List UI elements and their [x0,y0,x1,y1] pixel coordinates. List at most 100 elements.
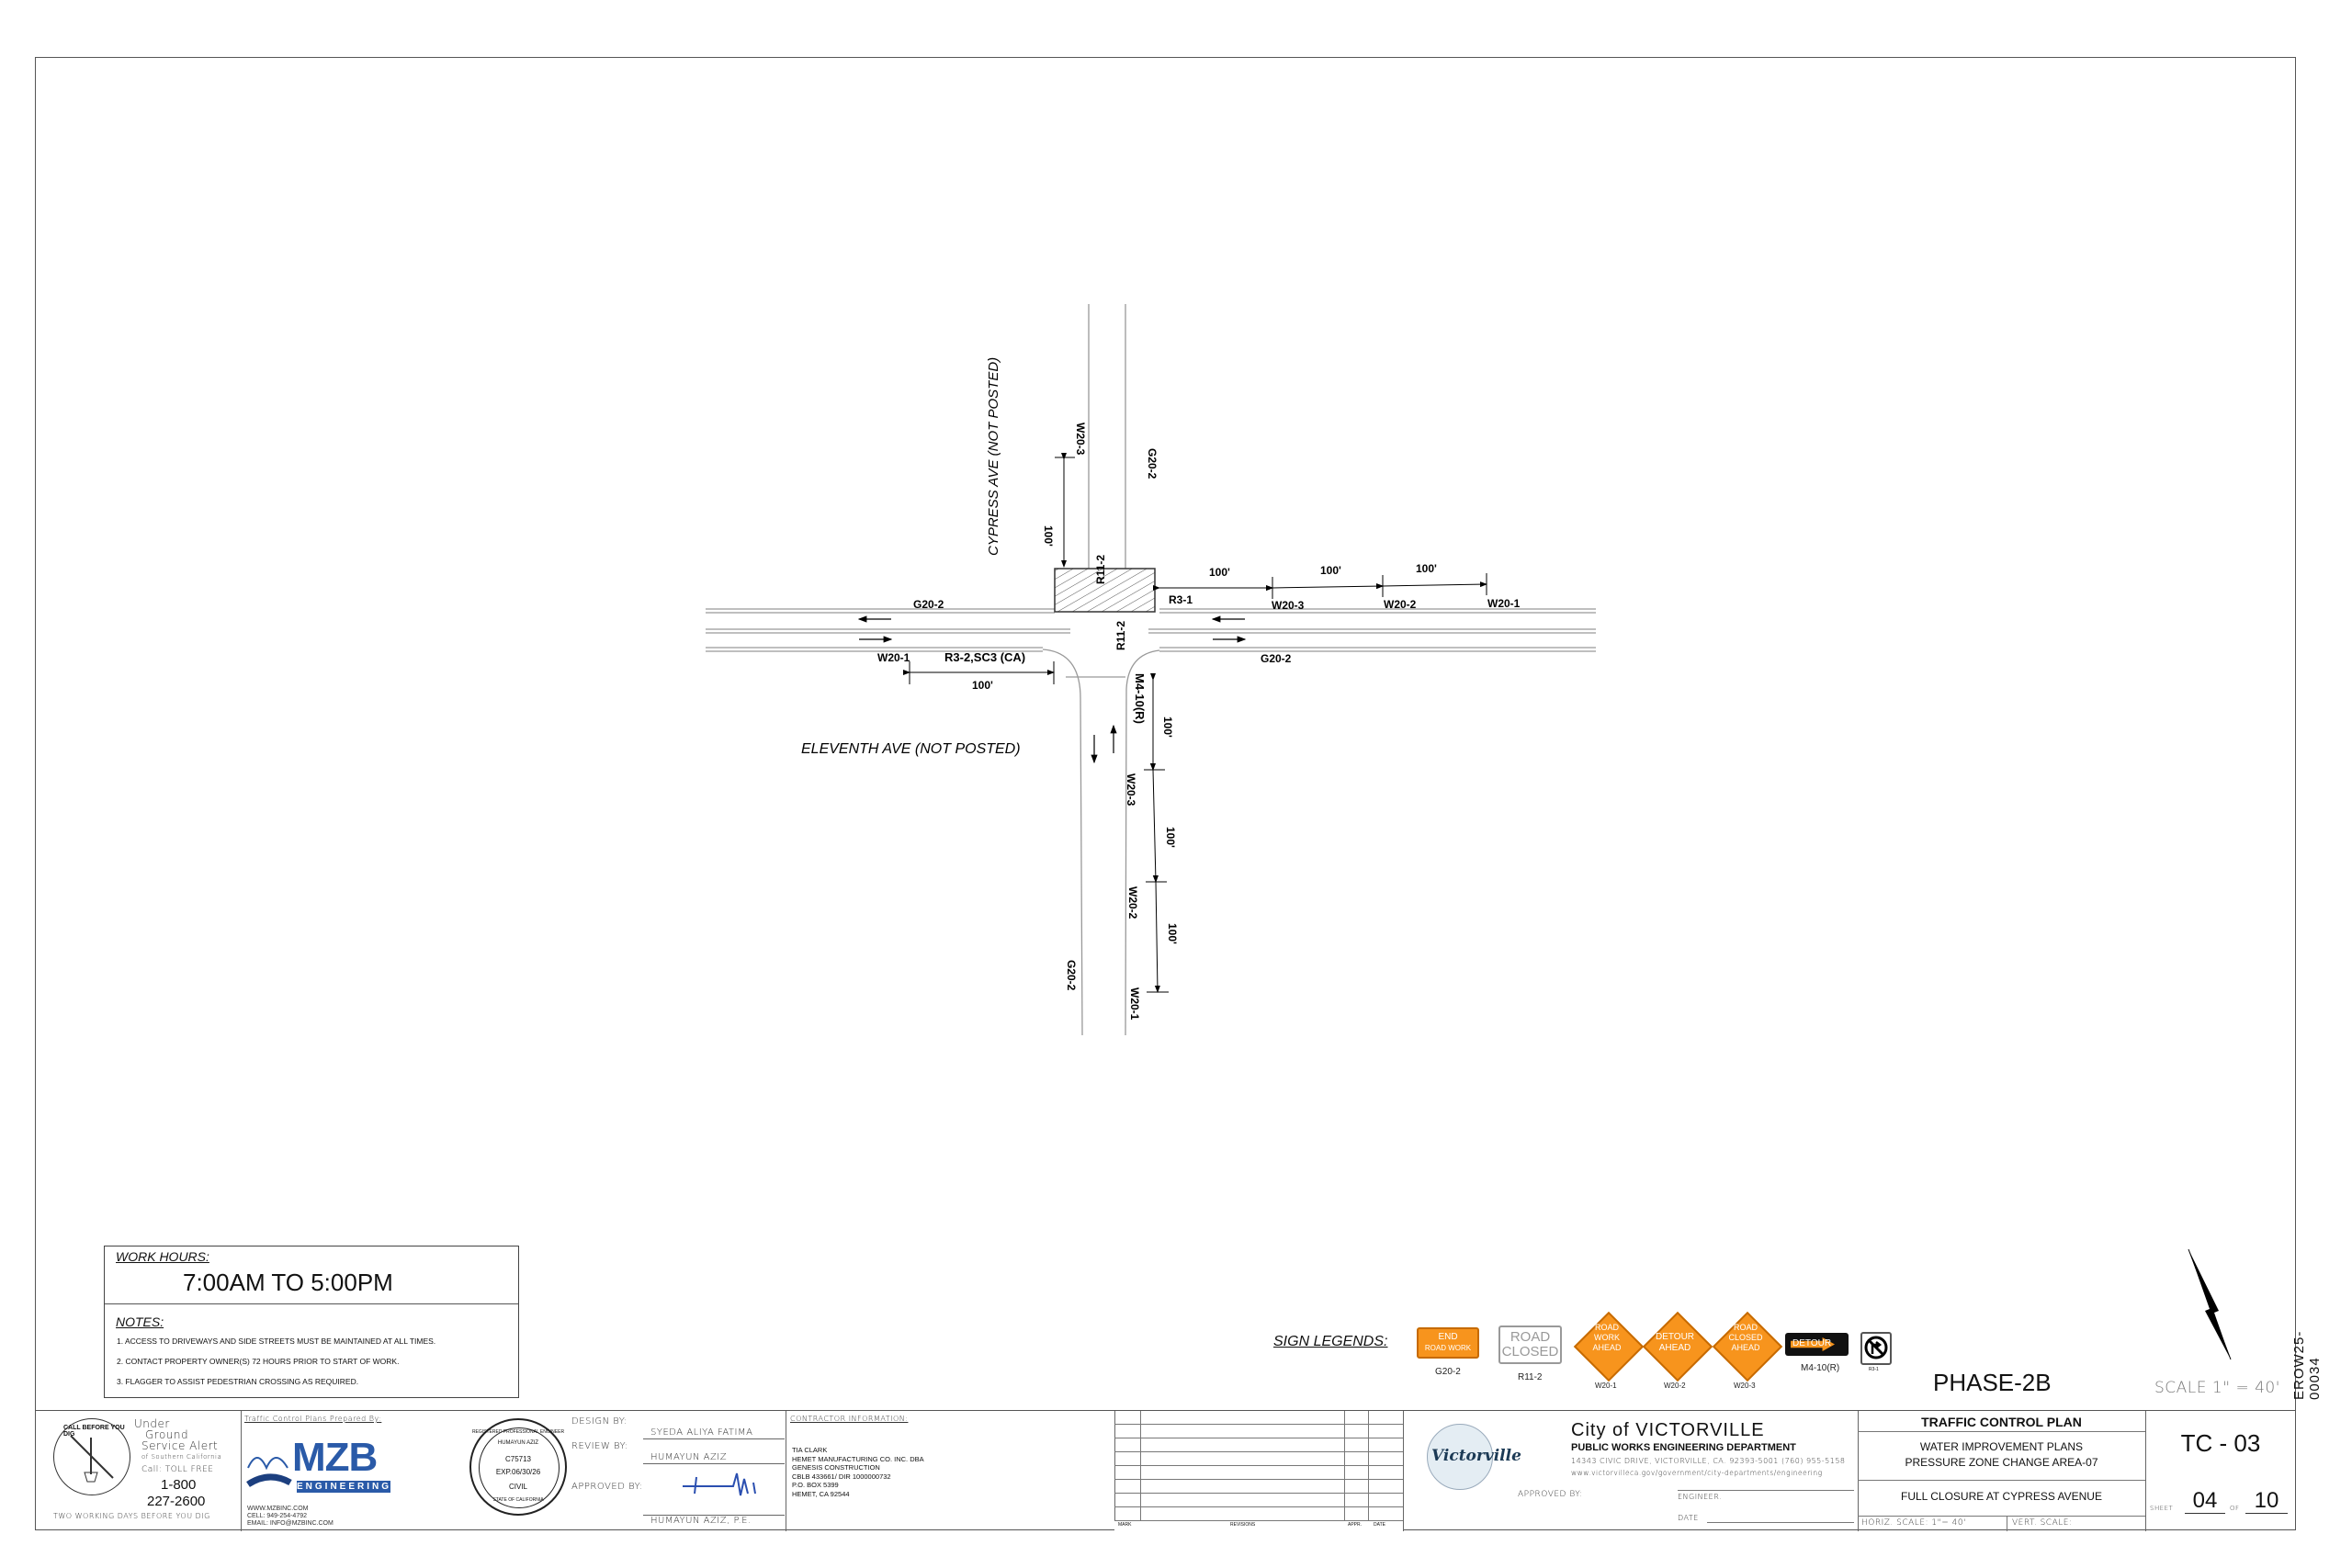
dimension-label: 100' [1164,827,1177,848]
sign-text: CLOSED [1728,1333,1763,1342]
mzb-logo-sub: ENGINEERING [297,1481,392,1493]
work-hours-notes-box: WORK HOURS: 7:00AM TO 5:00PM NOTES: 1. A… [104,1246,519,1398]
road-lines [706,304,1596,1036]
mzb-logo: MZB ENGINEERING [246,1438,430,1503]
work-hours-value: 7:00AM TO 5:00PM [183,1269,393,1296]
preparer-email[interactable]: EMAIL: INFO@MZBINC.COM [247,1520,334,1527]
vert-scale: VERT. SCALE: [2012,1518,2073,1528]
sign-callout: G20-2 [913,598,944,611]
city-approved-label: APPROVED BY: [1518,1490,1583,1499]
dimension-label: 100' [1166,923,1179,944]
sign-code: G20-2 [1435,1367,1461,1377]
sign-r3-1 [1860,1332,1892,1365]
sign-callout: G20-2 [1146,448,1159,479]
victorville-logo-text: Victorville [1431,1447,1521,1465]
city-dept: PUBLIC WORKS ENGINEERING DEPARTMENT [1571,1442,1796,1453]
signature [683,1472,756,1496]
contractor-line: TIA CLARK [792,1446,828,1454]
revisions-table: MARK REVISIONS APPR. DATE [1114,1411,1403,1532]
contractor-line: HEMET MANUFACTURING CO. INC. DBA [792,1454,924,1463]
sign-code: R11-2 [1518,1372,1543,1382]
seal-exp: EXP.06/30/26 [495,1468,541,1476]
usa-phone-1: 1-800 [161,1477,197,1493]
city-name: City of VICTORVILLE [1571,1420,1765,1440]
of-label: OF [2230,1505,2240,1512]
usa-text: of Southern California [141,1453,222,1461]
scale-label: SCALE 1" = 40' [2154,1379,2280,1397]
sign-callout: W20-3 [1125,773,1137,807]
seal-name: HUMAYUN AZIZ [497,1440,539,1446]
revisions-col-appr: APPR. [1348,1522,1363,1528]
north-arrow-icon [2188,1248,2232,1360]
divider [1403,1411,1404,1531]
sign-text: DETOUR [1655,1332,1695,1342]
work-hours-label: WORK HOURS: [116,1249,209,1264]
approved-by-value: HUMAYUN AZIZ, P.E. [643,1515,785,1527]
street-label-cypress: CYPRESS AVE (NOT POSTED) [986,357,1001,556]
sign-callout: R3-1 [1169,593,1193,606]
sign-callout: R3-2,SC3 (CA) [944,650,1025,664]
project-name-2: PRESSURE ZONE CHANGE AREA-07 [1905,1456,2098,1469]
contractor-line: CBLB 433661/ DIR 1000000732 [792,1472,891,1481]
sign-text: WORK [1594,1333,1620,1342]
seal-type: CIVIL [508,1483,527,1491]
horiz-scale: HORIZ. SCALE: 1"= 40' [1861,1518,1967,1528]
permit-number: EROW25-00034 [2291,1330,2323,1400]
sign-legend-title: SIGN LEGENDS: [1273,1334,1388,1349]
contractor-label: CONTRACTOR INFORMATION: [790,1415,909,1423]
phase-label: PHASE-2B [1933,1369,2052,1396]
arrow-right-icon [1791,1337,1835,1351]
divider [105,1303,518,1304]
sign-code: W20-3 [1734,1382,1756,1390]
dimension-label: 100' [1042,525,1055,547]
usa-footer: TWO WORKING DAYS BEFORE YOU DIG [53,1512,210,1520]
divider [1858,1411,1859,1531]
usa-phone-2: 227-2600 [147,1494,206,1509]
notes-label: NOTES: [116,1314,164,1329]
revisions-col-date: DATE [1374,1522,1385,1528]
design-by-value: SYEDA ALIYA FATIMA [643,1427,785,1439]
traffic-arrows [857,615,1247,764]
divider [1858,1516,2145,1517]
sign-callout: R11-2 [1114,621,1127,650]
sign-text: AHEAD [1731,1343,1760,1352]
project-name-1: WATER IMPROVEMENT PLANS [1919,1440,2084,1453]
contractor-line: HEMET, CA 92544 [792,1489,850,1498]
review-by-value: HUMAYUN AZIZ [643,1452,785,1464]
usa-text: Call: TOLL FREE [141,1465,214,1474]
dimension-label: 100' [1320,564,1341,577]
date-line [1707,1522,1854,1523]
revisions-col-revisions: REVISIONS [1230,1522,1256,1528]
sign-callout: W20-1 [1487,597,1521,610]
no-right-turn-icon [1864,1336,1888,1359]
sign-code: W20-1 [1595,1382,1617,1390]
city-url[interactable]: www.victorvilleca.gov/government/city-de… [1571,1469,1823,1477]
sign-callout: G20-2 [1065,960,1078,991]
contractor-line: GENESIS CONSTRUCTION [792,1463,880,1472]
sign-callout: G20-2 [1261,652,1292,665]
preparer-web[interactable]: WWW.MZBINC.COM [247,1506,309,1512]
review-by-label: REVIEW BY: [571,1441,628,1451]
sign-callout: W20-3 [1272,599,1305,612]
sheet-number: 04 [2185,1488,2225,1514]
sign-text: CLOSED [1501,1344,1559,1359]
seal-text: CALL BEFORE YOU DIG [63,1425,125,1438]
plan-title: TRAFFIC CONTROL PLAN [1921,1415,2082,1429]
sign-text: AHEAD [1592,1343,1622,1352]
contractor-line: P.O. BOX 5399 [792,1481,839,1489]
divider [1858,1431,2145,1432]
plan-description: FULL CLOSURE AT CYPRESS AVENUE [1901,1490,2102,1503]
bridge-icon [246,1457,292,1488]
sign-text: ROAD [1510,1329,1551,1345]
victorville-logo: Victorville [1427,1424,1521,1490]
approved-by-label: APPROVED BY: [571,1482,643,1492]
sign-text: ROAD [1594,1323,1619,1332]
sign-callout: W20-2 [1384,598,1417,611]
city-date-label: DATE [1678,1514,1699,1522]
note-item: 2. CONTACT PROPERTY OWNER(S) 72 HOURS PR… [117,1357,400,1366]
